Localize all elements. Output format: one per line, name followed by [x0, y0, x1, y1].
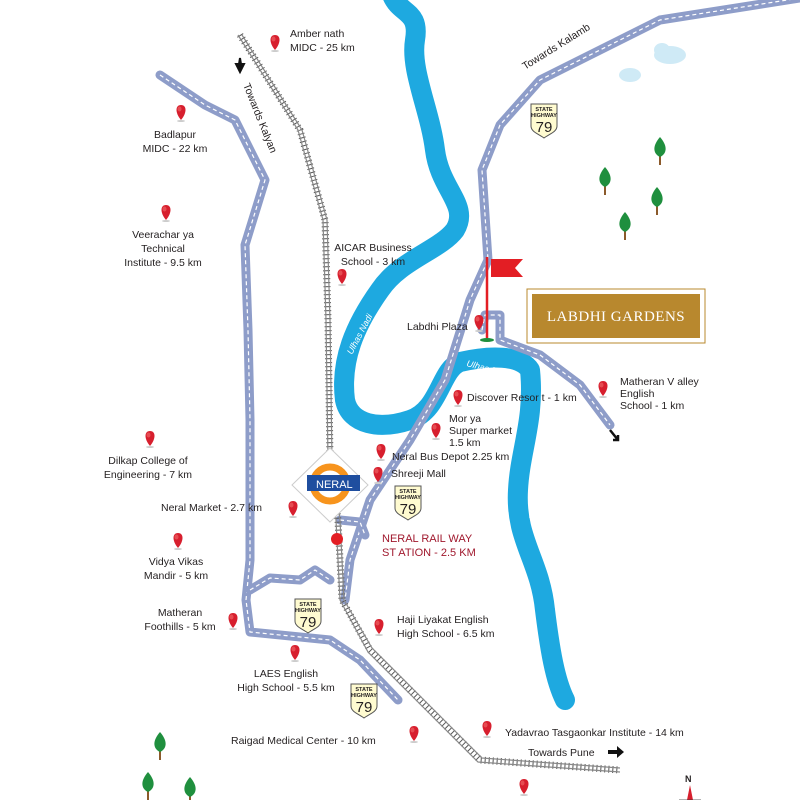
flag-icon	[480, 257, 523, 342]
svg-text:Shreeji Mall: Shreeji Mall	[391, 468, 446, 480]
cloud-icon	[619, 43, 686, 82]
svg-text:STATE: STATE	[355, 687, 373, 693]
svg-text:Discover Resor t - 1 km: Discover Resor t - 1 km	[467, 392, 577, 404]
place-raigad-medical[interactable]: Raigad Medical Center - 10 km	[231, 726, 419, 747]
svg-text:STATE: STATE	[299, 602, 317, 608]
arrow-up-icon	[234, 57, 246, 75]
roads	[155, 0, 800, 705]
svg-text:LABDHI GARDENS: LABDHI GARDENS	[547, 309, 685, 325]
svg-text:HIGHWAY: HIGHWAY	[295, 608, 321, 614]
place-neral-bus-depot[interactable]: Neral Bus Depot 2.25 km	[376, 444, 510, 463]
place-shreeji-mall[interactable]: Shreeji Mall	[373, 467, 446, 484]
svg-text:N: N	[685, 774, 692, 784]
svg-text:HIGHWAY: HIGHWAY	[395, 495, 421, 501]
state-highway-79-shield: STATE HIGHWAY 79 STATE HIGHWAY 79 STATE …	[294, 103, 558, 719]
arrow-down-right-icon	[609, 429, 620, 442]
svg-text:79: 79	[400, 501, 417, 518]
svg-text:Raigad Medical Center - 10 km: Raigad Medical Center - 10 km	[231, 735, 376, 747]
svg-text:STATE: STATE	[535, 107, 553, 113]
direction-kalamb: Towards Kalamb	[520, 21, 592, 72]
svg-text:Yadavrao Tasgaonkar Institute: Yadavrao Tasgaonkar Institute - 14 km	[505, 727, 684, 739]
station-name: NERAL	[316, 479, 353, 491]
svg-text:HIGHWAY: HIGHWAY	[351, 693, 377, 699]
place-labdhi-plaza[interactable]: Labdhi Plaza	[407, 315, 484, 333]
neral-station-marker[interactable]: NERAL	[291, 447, 369, 523]
svg-text:79: 79	[300, 614, 317, 631]
arrow-right-icon	[608, 746, 624, 758]
svg-text:79: 79	[536, 119, 553, 136]
svg-text:Labdhi Plaza: Labdhi Plaza	[407, 321, 468, 333]
svg-text:Neral Market - 2.7 km: Neral Market - 2.7 km	[161, 502, 262, 514]
svg-text:HIGHWAY: HIGHWAY	[531, 113, 557, 119]
labdhi-gardens-logo[interactable]: LABDHI GARDENS	[526, 288, 706, 344]
railway-station-dot	[331, 533, 343, 545]
direction-pune: Towards Pune	[528, 747, 595, 759]
map-pin-icon	[519, 779, 529, 796]
river-label: Ulhas Nadi	[527, 474, 545, 520]
railway-station-label: NERAL RAIL WAY ST ATION - 2.5 KM	[382, 533, 476, 559]
place-discover-resort[interactable]: Discover Resor t - 1 km	[453, 390, 577, 407]
place-neral-market[interactable]: Neral Market - 2.7 km	[161, 501, 298, 518]
svg-text:Neral Bus Depot 2.25 km: Neral Bus Depot 2.25 km	[392, 451, 510, 463]
place-yadavrao-institute[interactable]: Yadavrao Tasgaonkar Institute - 14 km	[482, 721, 685, 739]
ulhas-river	[334, 0, 575, 710]
railway-track	[237, 33, 621, 774]
svg-text:STATE: STATE	[399, 489, 417, 495]
compass-north-icon: N	[679, 774, 701, 800]
svg-text:79: 79	[356, 699, 373, 716]
